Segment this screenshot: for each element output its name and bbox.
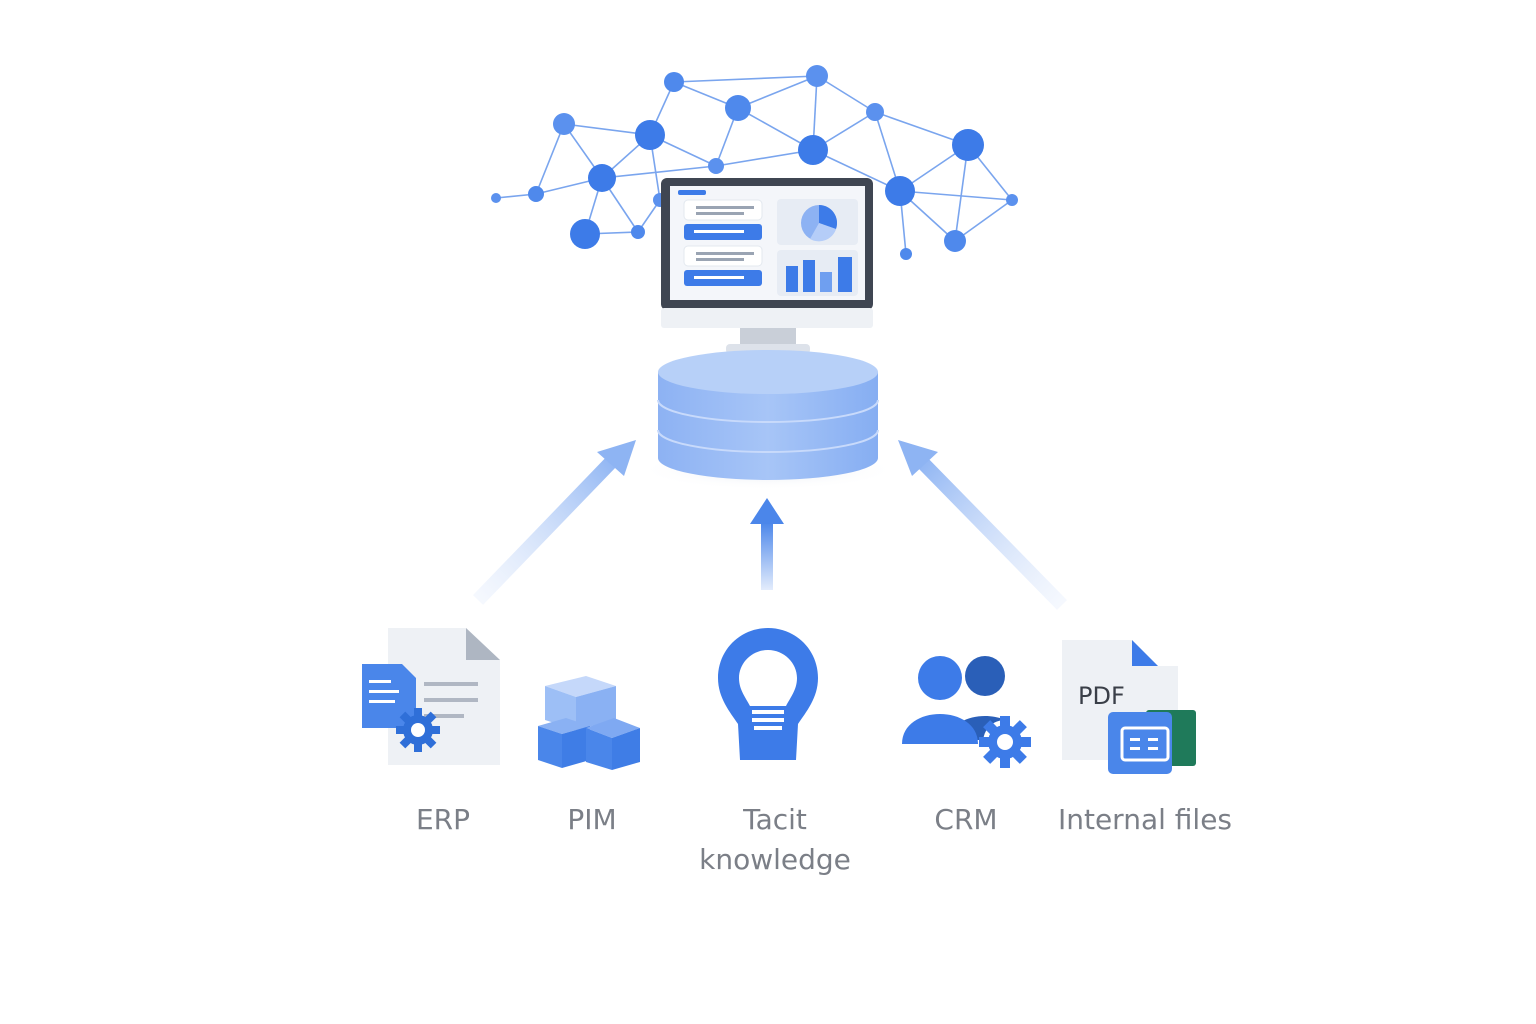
network-edge [954, 144, 969, 242]
database-icon [638, 350, 898, 490]
network-nodes [491, 65, 1018, 260]
label-pim: PIM [567, 803, 617, 836]
arrow-center [750, 498, 784, 590]
network-edge [874, 111, 969, 146]
network-node [798, 135, 828, 165]
pdf-label: PDF [1078, 682, 1125, 710]
network-node [553, 113, 575, 135]
network-edge [899, 190, 1013, 201]
network-node [528, 186, 544, 202]
label-erp: ERP [415, 803, 471, 836]
network-node [885, 176, 915, 206]
pdf-spreadsheet-icon: PDF [1062, 640, 1196, 774]
network-edge [812, 149, 901, 192]
network-node [944, 230, 966, 252]
label-crm: CRM [934, 803, 998, 836]
network-node [588, 164, 616, 192]
network-node [664, 72, 684, 92]
network-edge [715, 149, 814, 167]
network-edge [673, 75, 818, 83]
network-edge [601, 165, 717, 179]
network-node [806, 65, 828, 87]
network-edge [954, 199, 1013, 242]
network-node [635, 120, 665, 150]
network-node [900, 248, 912, 260]
lightbulb-icon [718, 628, 818, 760]
network-node [631, 225, 645, 239]
document-gear-icon [362, 628, 500, 765]
network-node [952, 129, 984, 161]
arrow-right [898, 440, 1068, 610]
cubes-icon [538, 676, 640, 770]
network-node [491, 193, 501, 203]
arrow-left [472, 440, 636, 605]
network-node [866, 103, 884, 121]
label-internal-files: Internal files [1057, 803, 1233, 836]
network-node [708, 158, 724, 174]
network-edge [737, 75, 818, 109]
network-node [1006, 194, 1018, 206]
monitor-dashboard-icon [661, 178, 873, 354]
knowledge-graph-icon [491, 65, 1018, 260]
network-edge [816, 75, 876, 113]
label-tacit-knowledge: Tacit knowledge [699, 803, 851, 876]
network-node [725, 95, 751, 121]
network-node [570, 219, 600, 249]
network-edge [535, 123, 565, 195]
users-gear-icon [902, 656, 1031, 768]
